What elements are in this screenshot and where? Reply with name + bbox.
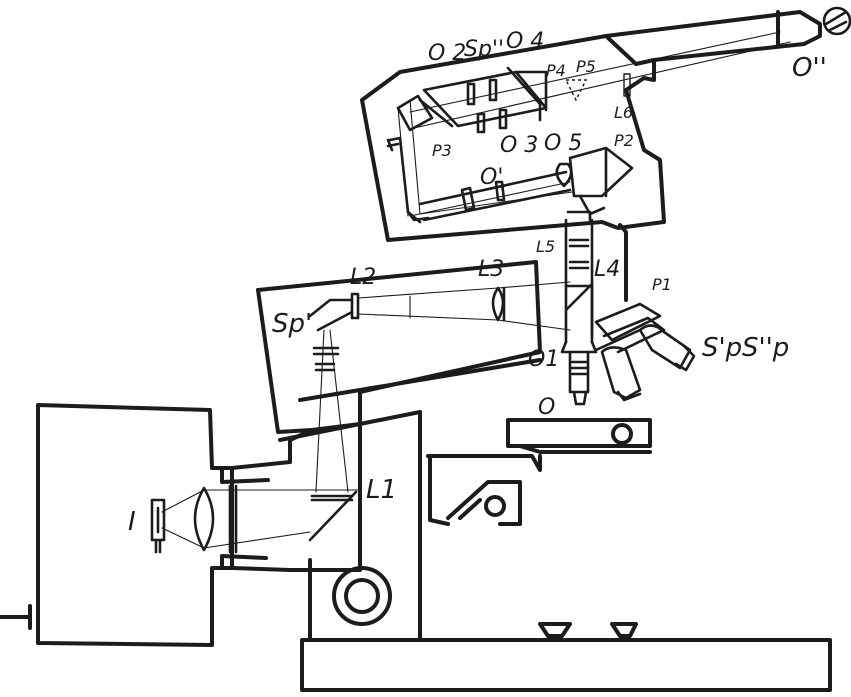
vertical-illumination-rays	[315, 329, 349, 493]
sp-prime-field-stop	[312, 346, 340, 372]
label-o-double: O''	[792, 53, 827, 83]
lamp-bulb	[150, 498, 166, 554]
lamp-housing	[36, 403, 292, 647]
collector-lens	[193, 484, 238, 554]
label-o: O	[538, 395, 555, 420]
lamp-connector-left	[0, 604, 32, 630]
microscope-base	[300, 622, 832, 692]
label-o1: O1	[528, 347, 559, 372]
p4-prism-block	[422, 66, 548, 128]
label-l5: L5	[536, 237, 555, 256]
l3-lens	[491, 286, 506, 322]
o2-o4-lenses	[466, 78, 508, 134]
p1-prism	[564, 282, 594, 338]
label-l3: L3	[478, 257, 504, 282]
labels: O 2 Sp'' O 4 P4 P5 O'' L6 P3 O 3 O 5 P2 …	[128, 29, 827, 537]
eyepiece-head	[360, 34, 666, 242]
label-i: I	[128, 507, 136, 537]
p3-prism	[396, 94, 454, 132]
label-sp-prime-left: Sp'	[272, 309, 312, 339]
lower-prism-train	[386, 136, 430, 224]
label-o-prime: O'	[480, 165, 503, 190]
label-sp-double-right: S''p	[742, 333, 789, 363]
l6-lens	[623, 73, 631, 97]
p2-prism	[568, 146, 634, 216]
objective-turret-down	[600, 346, 642, 402]
eyepiece-tube	[604, 10, 822, 62]
label-sp-prime-right: S'p	[702, 333, 742, 363]
internal-optical-path	[397, 31, 791, 217]
label-l6: L6	[614, 103, 633, 122]
observer-eye	[822, 6, 851, 36]
label-p2: P2	[614, 131, 634, 150]
label-p5: P5	[576, 57, 596, 76]
stage	[506, 418, 652, 454]
p5-dashed-prism	[564, 79, 588, 102]
label-l4: L4	[594, 257, 620, 282]
label-sp-double: Sp''	[464, 37, 504, 62]
label-p3: P3	[432, 141, 452, 160]
lower-head-tube	[418, 170, 572, 222]
label-o5: O 5	[544, 131, 582, 156]
label-o3: O 3	[500, 133, 538, 158]
l2-lens	[308, 292, 360, 332]
horizontal-rays	[357, 281, 571, 331]
label-l2: L2	[350, 265, 376, 290]
o-prime-lens	[460, 180, 506, 212]
label-p1: P1	[652, 275, 672, 294]
stage-support	[426, 454, 542, 526]
revolving-nosepiece	[594, 302, 666, 354]
objective-turret-side	[638, 324, 696, 372]
illumination-rays	[161, 489, 361, 549]
objective-o1	[560, 340, 598, 406]
label-l1: L1	[366, 475, 397, 505]
label-o4: O 4	[506, 29, 544, 54]
vertical-tube	[564, 210, 594, 344]
label-o2: O 2	[428, 41, 466, 66]
l1-mirror	[308, 490, 358, 542]
label-p4: P4	[546, 61, 566, 80]
focus-knob	[332, 566, 392, 626]
